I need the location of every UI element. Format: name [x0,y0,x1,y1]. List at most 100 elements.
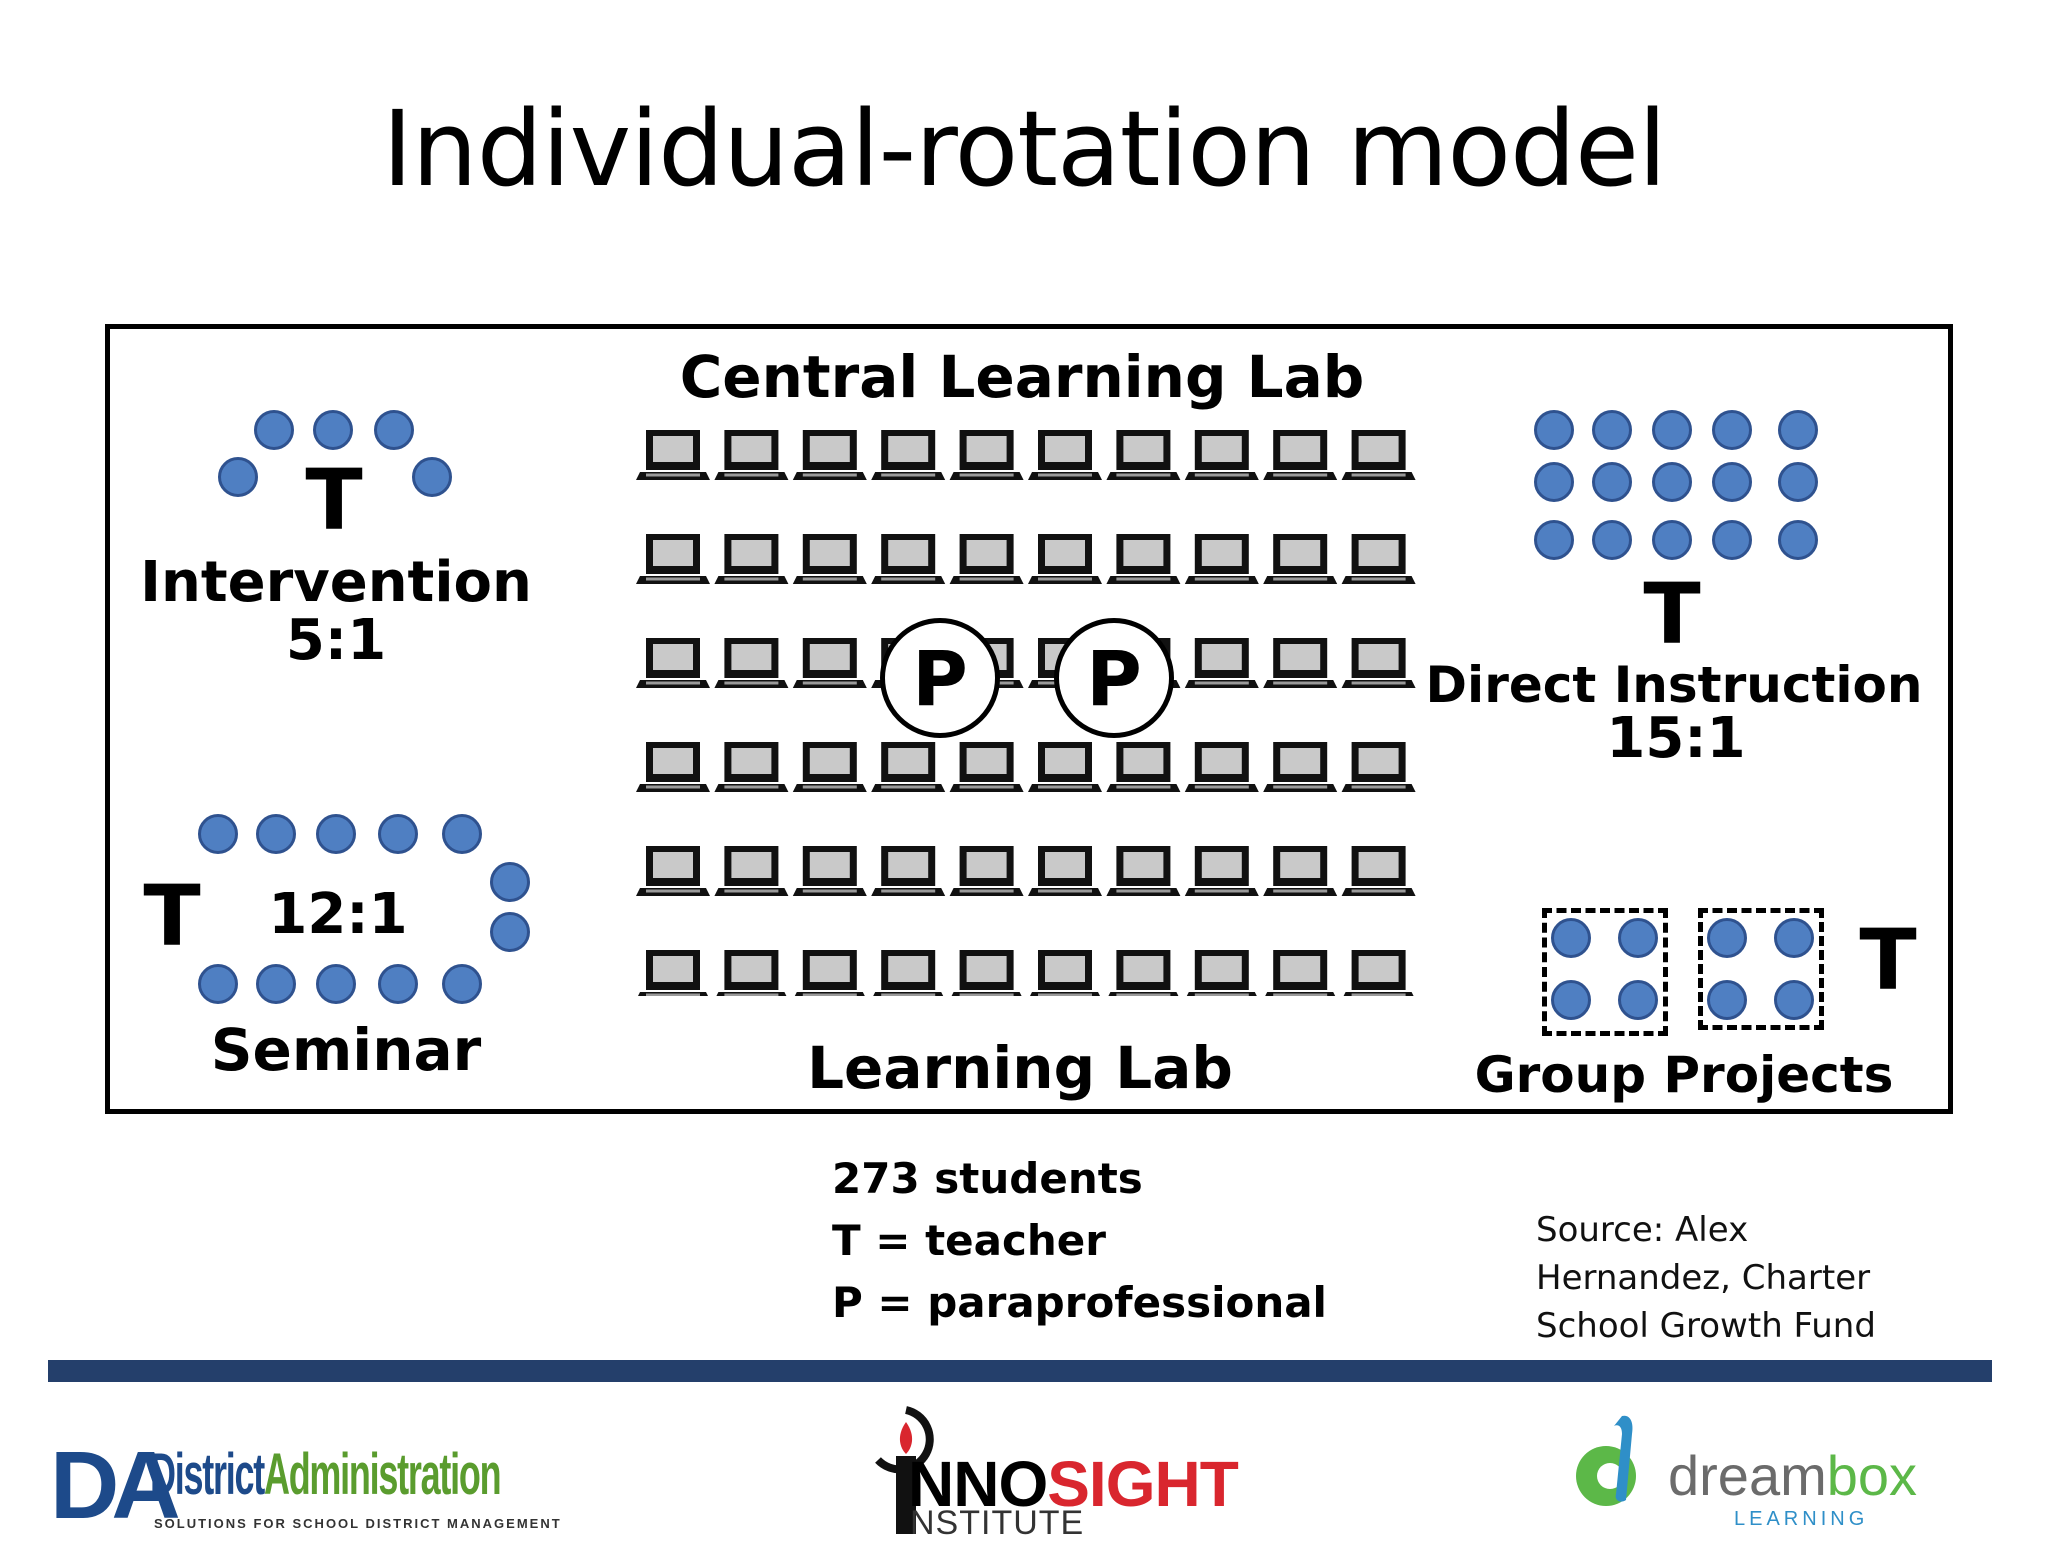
laptop-icon [792,950,867,1000]
student-seat [1774,980,1814,1020]
da-mark: DA [50,1432,181,1539]
laptop-icon [949,846,1024,896]
laptop-icon [1028,534,1102,584]
district-administration-logo: DA DistrictAdministration SOLUTIONS FOR … [50,1434,610,1538]
legend-students: 273 students [832,1154,1143,1203]
laptop-icon [714,534,789,584]
da-wordmark: DistrictAdministration [150,1442,502,1507]
student-seat [1652,462,1692,502]
student-seat [198,814,238,854]
laptop-icon [1106,950,1181,1000]
direct-instruction-ratio: 15:1 [1606,706,1746,771]
laptop-icon [1341,846,1416,896]
laptop-icon [714,742,789,792]
dreambox-wordmark: dreambox [1668,1444,1918,1507]
direct-instruction-teacher: T [1643,565,1701,663]
laptop-grid [636,426,1420,1000]
laptop-icon [714,638,789,688]
legend-teacher: T = teacher [832,1216,1106,1265]
student-seat [374,410,414,450]
laptop-icon [1341,742,1416,792]
student-seat [316,814,356,854]
laptop-icon [1106,430,1181,480]
laptop-icon [949,742,1024,792]
project-group-box [1542,908,1668,1036]
laptop-icon [792,430,867,480]
student-seat [1778,520,1818,560]
laptop-icon [1341,638,1416,688]
student-seat [254,410,294,450]
student-seat [1534,462,1574,502]
laptop-icon [1263,742,1338,792]
student-seat [1712,520,1752,560]
student-seat [1592,520,1632,560]
laptop-icon [636,430,710,480]
torch-icon [875,1406,934,1534]
laptop-icon [1184,846,1259,896]
legend-paraprofessional: P = paraprofessional [832,1278,1327,1327]
student-seat [1618,980,1658,1020]
innosight-subtitle: NSTITUTE [910,1504,1085,1542]
laptop-icon [1263,430,1338,480]
source-line: Hernandez, Charter [1536,1258,1871,1298]
seminar-ratio: 12:1 [268,882,408,947]
slide-title: Individual-rotation model [382,88,1667,210]
source-line: Source: Alex [1536,1210,1749,1250]
laptop-grid-svg [636,430,1416,1000]
intervention-label: Intervention [140,550,532,615]
source-credit: Source: Alex Hernandez, Charter School G… [1536,1206,1876,1350]
student-seat [256,964,296,1004]
student-seat [198,964,238,1004]
learning-lab-label: Learning Lab [807,1034,1233,1102]
student-seat [1534,520,1574,560]
student-seat [378,814,418,854]
direct-instruction-label: Direct Instruction [1425,656,1923,714]
laptop-icon [1106,742,1181,792]
student-seat [378,964,418,1004]
laptop-icon [949,534,1024,584]
laptop-icon [714,430,789,480]
intervention-ratio: 5:1 [285,608,387,673]
dreambox-subtitle: LEARNING [1734,1508,1869,1530]
intervention-teacher: T [305,451,363,549]
laptop-icon [792,846,867,896]
paraprofessional-marker: P [1054,618,1174,738]
student-seat [1618,918,1658,958]
student-seat [1778,410,1818,450]
student-seat [256,814,296,854]
laptop-icon [871,430,946,480]
laptop-icon [636,534,710,584]
laptop-icon [1184,534,1259,584]
laptop-icon [1106,534,1181,584]
laptop-icon [792,638,867,688]
group-projects-label: Group Projects [1474,1046,1894,1104]
student-seat [313,410,353,450]
student-seat [490,912,530,952]
student-seat [1551,918,1591,958]
student-seat [1712,462,1752,502]
laptop-icon [1341,430,1416,480]
source-line: School Growth Fund [1536,1306,1876,1346]
laptop-icon [792,742,867,792]
laptop-icon [1028,430,1102,480]
laptop-icon [792,534,867,584]
laptop-icon [871,742,946,792]
student-seat [316,964,356,1004]
student-seat [442,814,482,854]
student-seat [1551,980,1591,1020]
paraprofessional-marker: P [880,618,1000,738]
laptop-icon [871,950,946,1000]
laptop-icon [1263,846,1338,896]
legend: 273 students T = teacher P = paraprofess… [832,1148,1327,1334]
student-seat [1592,462,1632,502]
laptop-icon [949,950,1024,1000]
seminar-teacher: T [143,867,201,965]
laptop-icon [1028,950,1102,1000]
student-seat [412,457,452,497]
student-seat [1712,410,1752,450]
student-seat [1707,980,1747,1020]
innosight-logo: NNOSIGHT NSTITUTE [866,1400,1246,1542]
laptop-icon [871,534,946,584]
laptop-icon [1184,638,1259,688]
da-tagline: SOLUTIONS FOR SCHOOL DISTRICT MANAGEMENT [154,1516,562,1531]
